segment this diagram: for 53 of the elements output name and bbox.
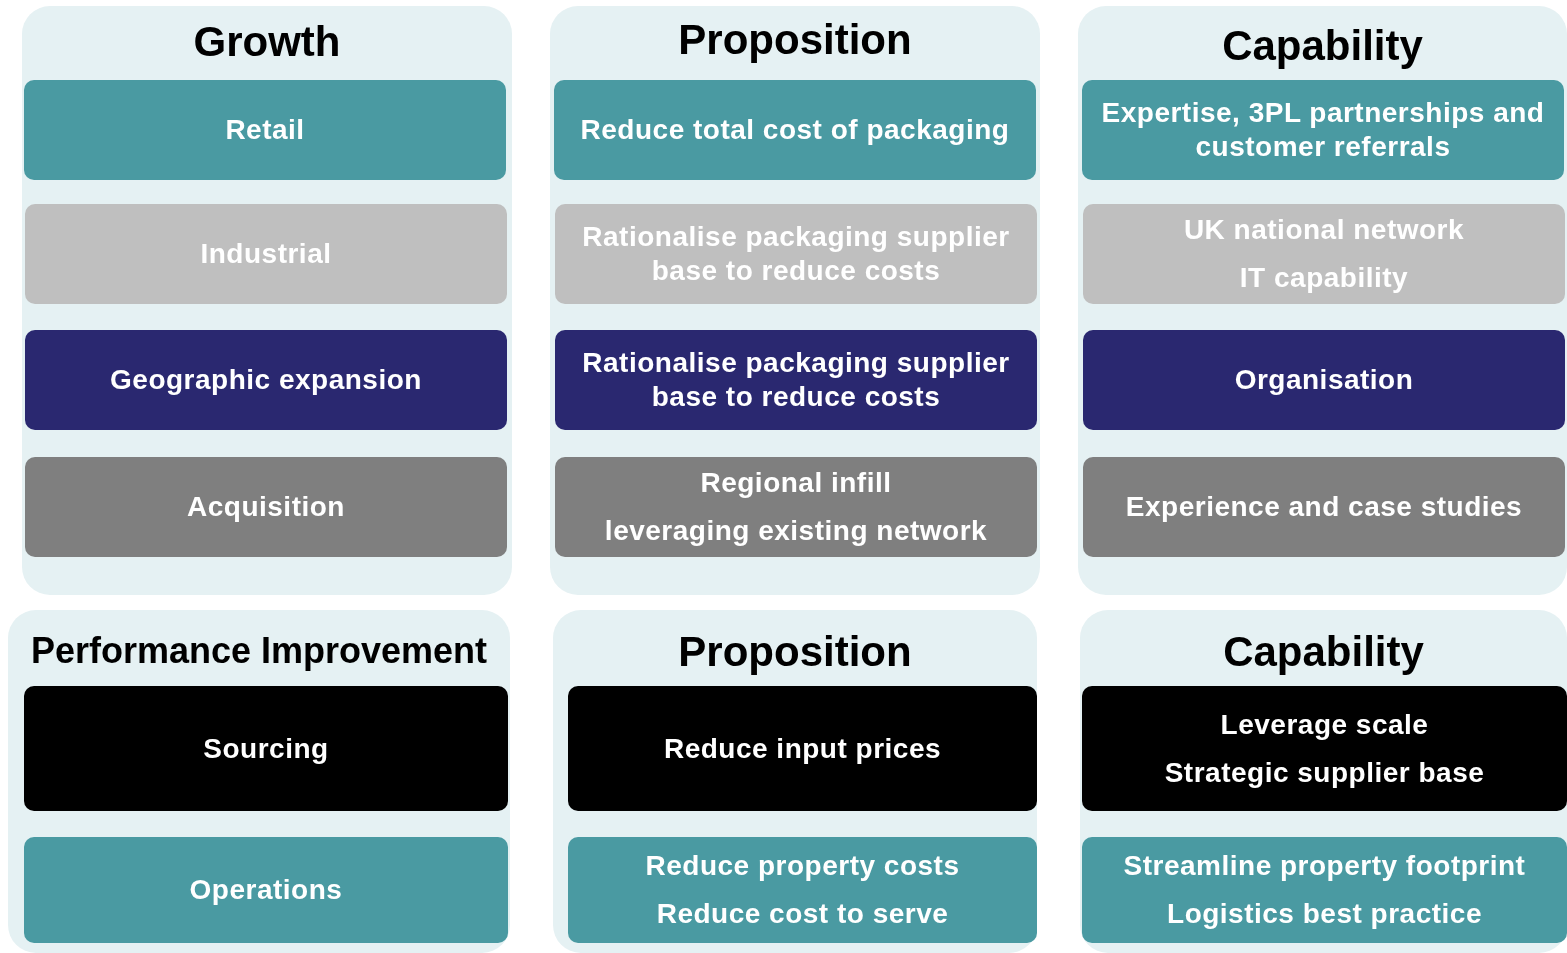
box-text: Reduce cost to serve [656,897,949,931]
box-text: Expertise, 3PL partnerships and customer referrals [1100,96,1546,164]
category-box [1083,204,1565,304]
box-text: Regional infill [700,466,892,500]
panel-heading: Capability [1221,22,1424,70]
category-box [1082,837,1567,943]
box-text: Logistics best practice [1167,897,1482,931]
box-text: Reduce total cost of packaging [580,113,1010,147]
category-box [25,457,507,557]
column-panel [8,610,510,953]
category-box [25,204,507,304]
column-panel [22,6,512,595]
category-box [24,80,506,180]
panel-heading: Performance Improvement [29,630,489,672]
box-text: Reduce input prices [663,731,942,766]
box-text: Sourcing [203,731,329,766]
box-text: Rationalise packaging supplier base to reduce costs [581,220,1011,288]
column-panel [1078,6,1567,595]
box-text: Operations [189,873,343,907]
box-text: Reduce property costs [645,849,960,883]
panel-heading: Proposition [677,16,913,64]
panel-heading: Capability [1222,628,1425,676]
category-box [1083,457,1565,557]
box-text: Acquisition [187,490,345,524]
panel-heading: Proposition [677,628,913,676]
box-text: Experience and case studies [1125,490,1523,524]
box-text: Geographic expansion [110,363,422,397]
category-box [25,330,507,430]
column-panel [550,6,1040,595]
category-box [568,686,1037,811]
category-box [555,457,1037,557]
box-text: Rationalise packaging supplier base to reduce costs [581,346,1011,414]
box-text: Leverage scale [1220,707,1429,742]
panel-heading: Growth [192,18,342,66]
category-box [568,837,1037,943]
category-box [1082,80,1564,180]
column-panel [553,610,1037,953]
box-text: Industrial [200,237,332,271]
category-box [24,686,508,811]
category-box [1083,330,1565,430]
column-panel [1080,610,1567,953]
category-box [24,837,508,943]
category-box [555,330,1037,430]
box-text: Streamline property footprint [1123,849,1526,883]
category-box [554,80,1036,180]
box-text: UK national network [1183,213,1465,247]
box-text: Organisation [1234,363,1414,397]
box-text: Retail [225,113,305,147]
box-text: IT capability [1239,261,1409,295]
box-text: leveraging existing network [604,514,988,548]
category-box [1082,686,1567,811]
box-text: Strategic supplier base [1164,755,1485,790]
category-box [555,204,1037,304]
